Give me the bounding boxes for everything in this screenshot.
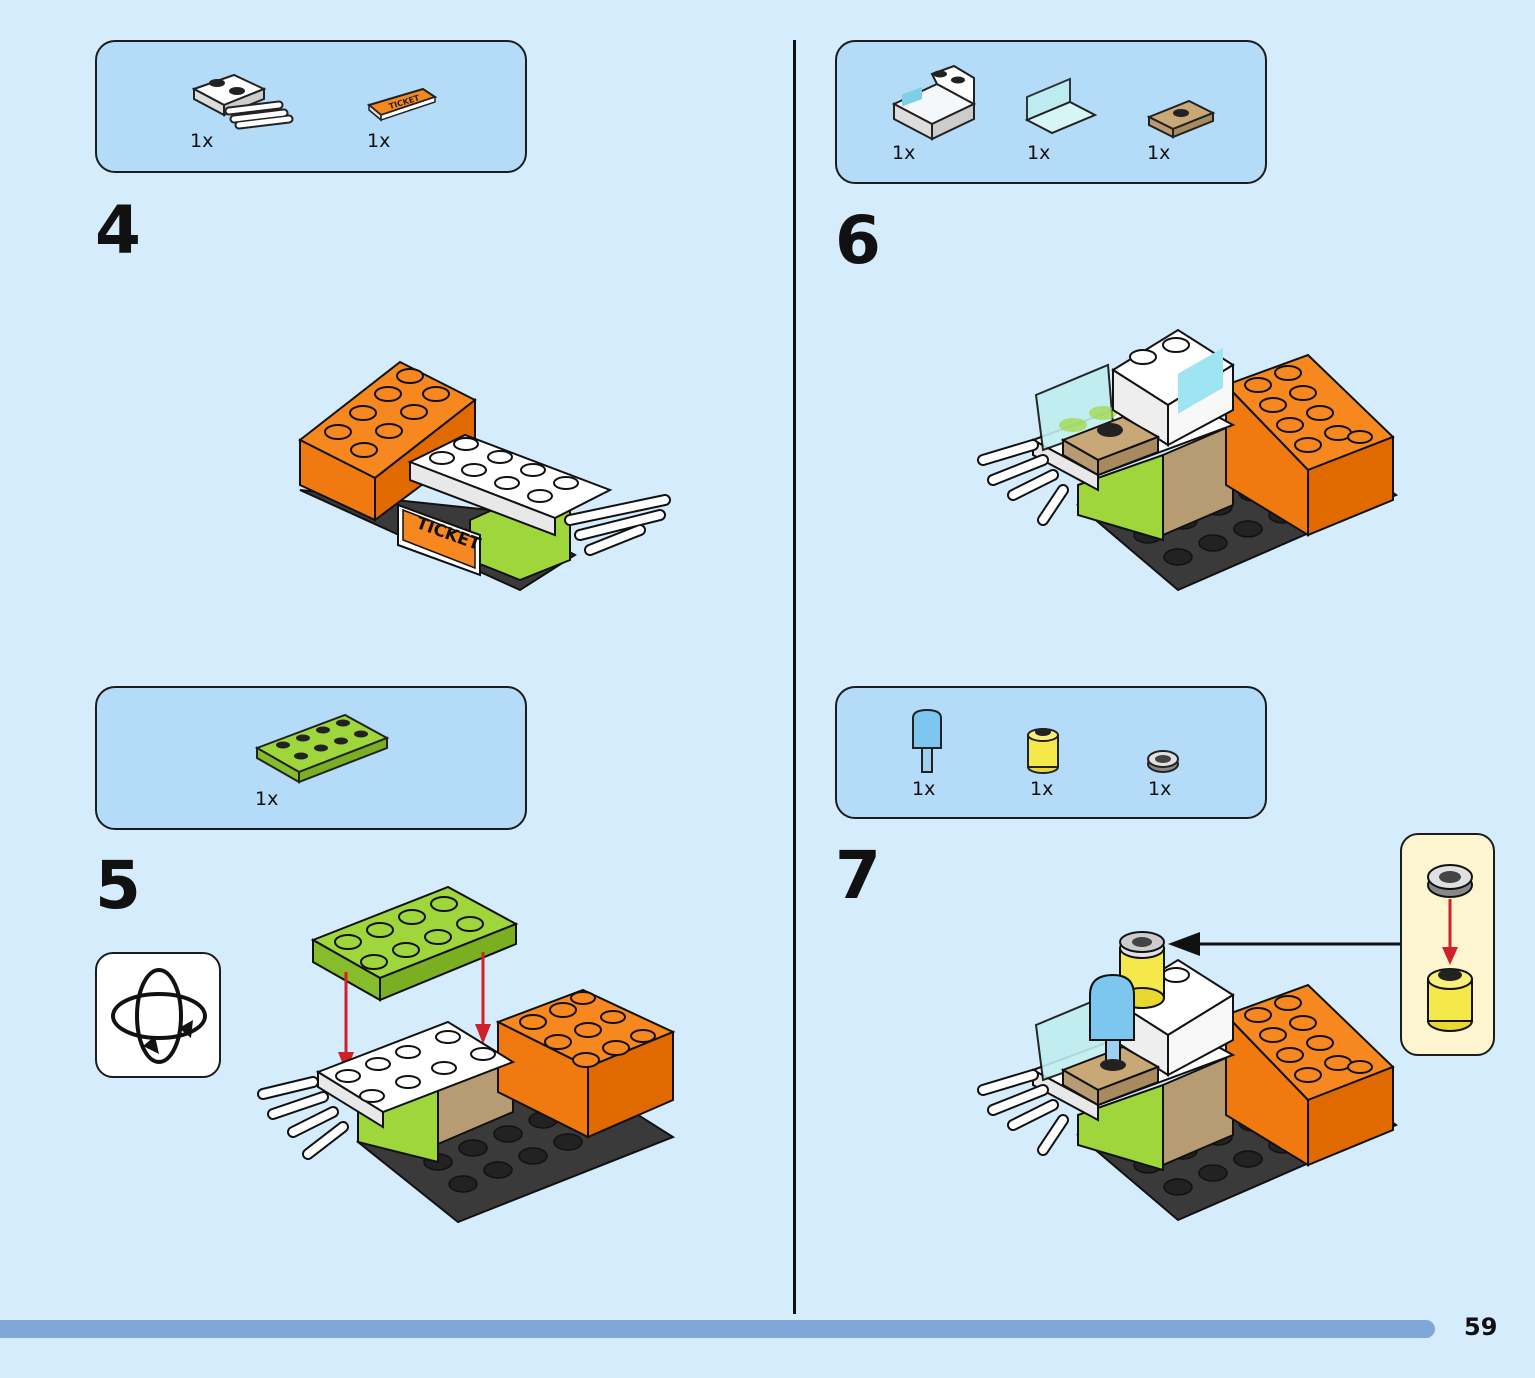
yellow-round-brick-icon (1027, 728, 1059, 774)
rotate-model-callout (95, 952, 221, 1078)
part-qty: 1x (367, 130, 391, 152)
step-4-parts-box: TICKET 1x 1x (95, 40, 527, 173)
step-7-model (977, 931, 1400, 1222)
part-qty: 1x (190, 130, 214, 152)
step-7-parts-box: 1x 1x 1x (835, 686, 1267, 819)
page-divider (793, 40, 796, 1314)
green-plate-2x4-icon (254, 713, 390, 784)
part-qty: 1x (1148, 778, 1172, 800)
ticket-tile-icon: TICKET (366, 87, 438, 122)
part-qty: 1x (892, 142, 916, 164)
step-6-parts-box: 1x 1x 1x (835, 40, 1267, 184)
part-qty: 1x (912, 778, 936, 800)
part-qty: 1x (1027, 142, 1051, 164)
step-5-model (257, 885, 676, 1224)
tan-jumper-plate-icon (1146, 99, 1216, 139)
page-number: 59 (1464, 1313, 1498, 1341)
part-qty: 1x (1147, 142, 1171, 164)
step-number: 4 (95, 192, 141, 269)
white-clip-plate-icon (191, 73, 294, 130)
glass-windscreen-icon (1024, 77, 1098, 135)
page-progress-bar (0, 1320, 1435, 1338)
blue-popsicle-icon (912, 708, 942, 773)
step-number: 7 (835, 837, 881, 914)
subassembly-diagram (1427, 864, 1473, 1032)
step-number: 5 (95, 847, 141, 924)
round-tile-icon (1147, 750, 1179, 773)
part-qty: 1x (255, 788, 279, 810)
step-6-model (977, 328, 1399, 592)
rotate-icon (111, 968, 207, 1064)
step-4-model: TICKET (298, 360, 671, 592)
register-slope-icon (891, 64, 977, 141)
subassembly-callout (1400, 833, 1495, 1056)
step-5-parts-box: 1x (95, 686, 527, 830)
step-number: 6 (835, 202, 881, 279)
part-qty: 1x (1030, 778, 1054, 800)
